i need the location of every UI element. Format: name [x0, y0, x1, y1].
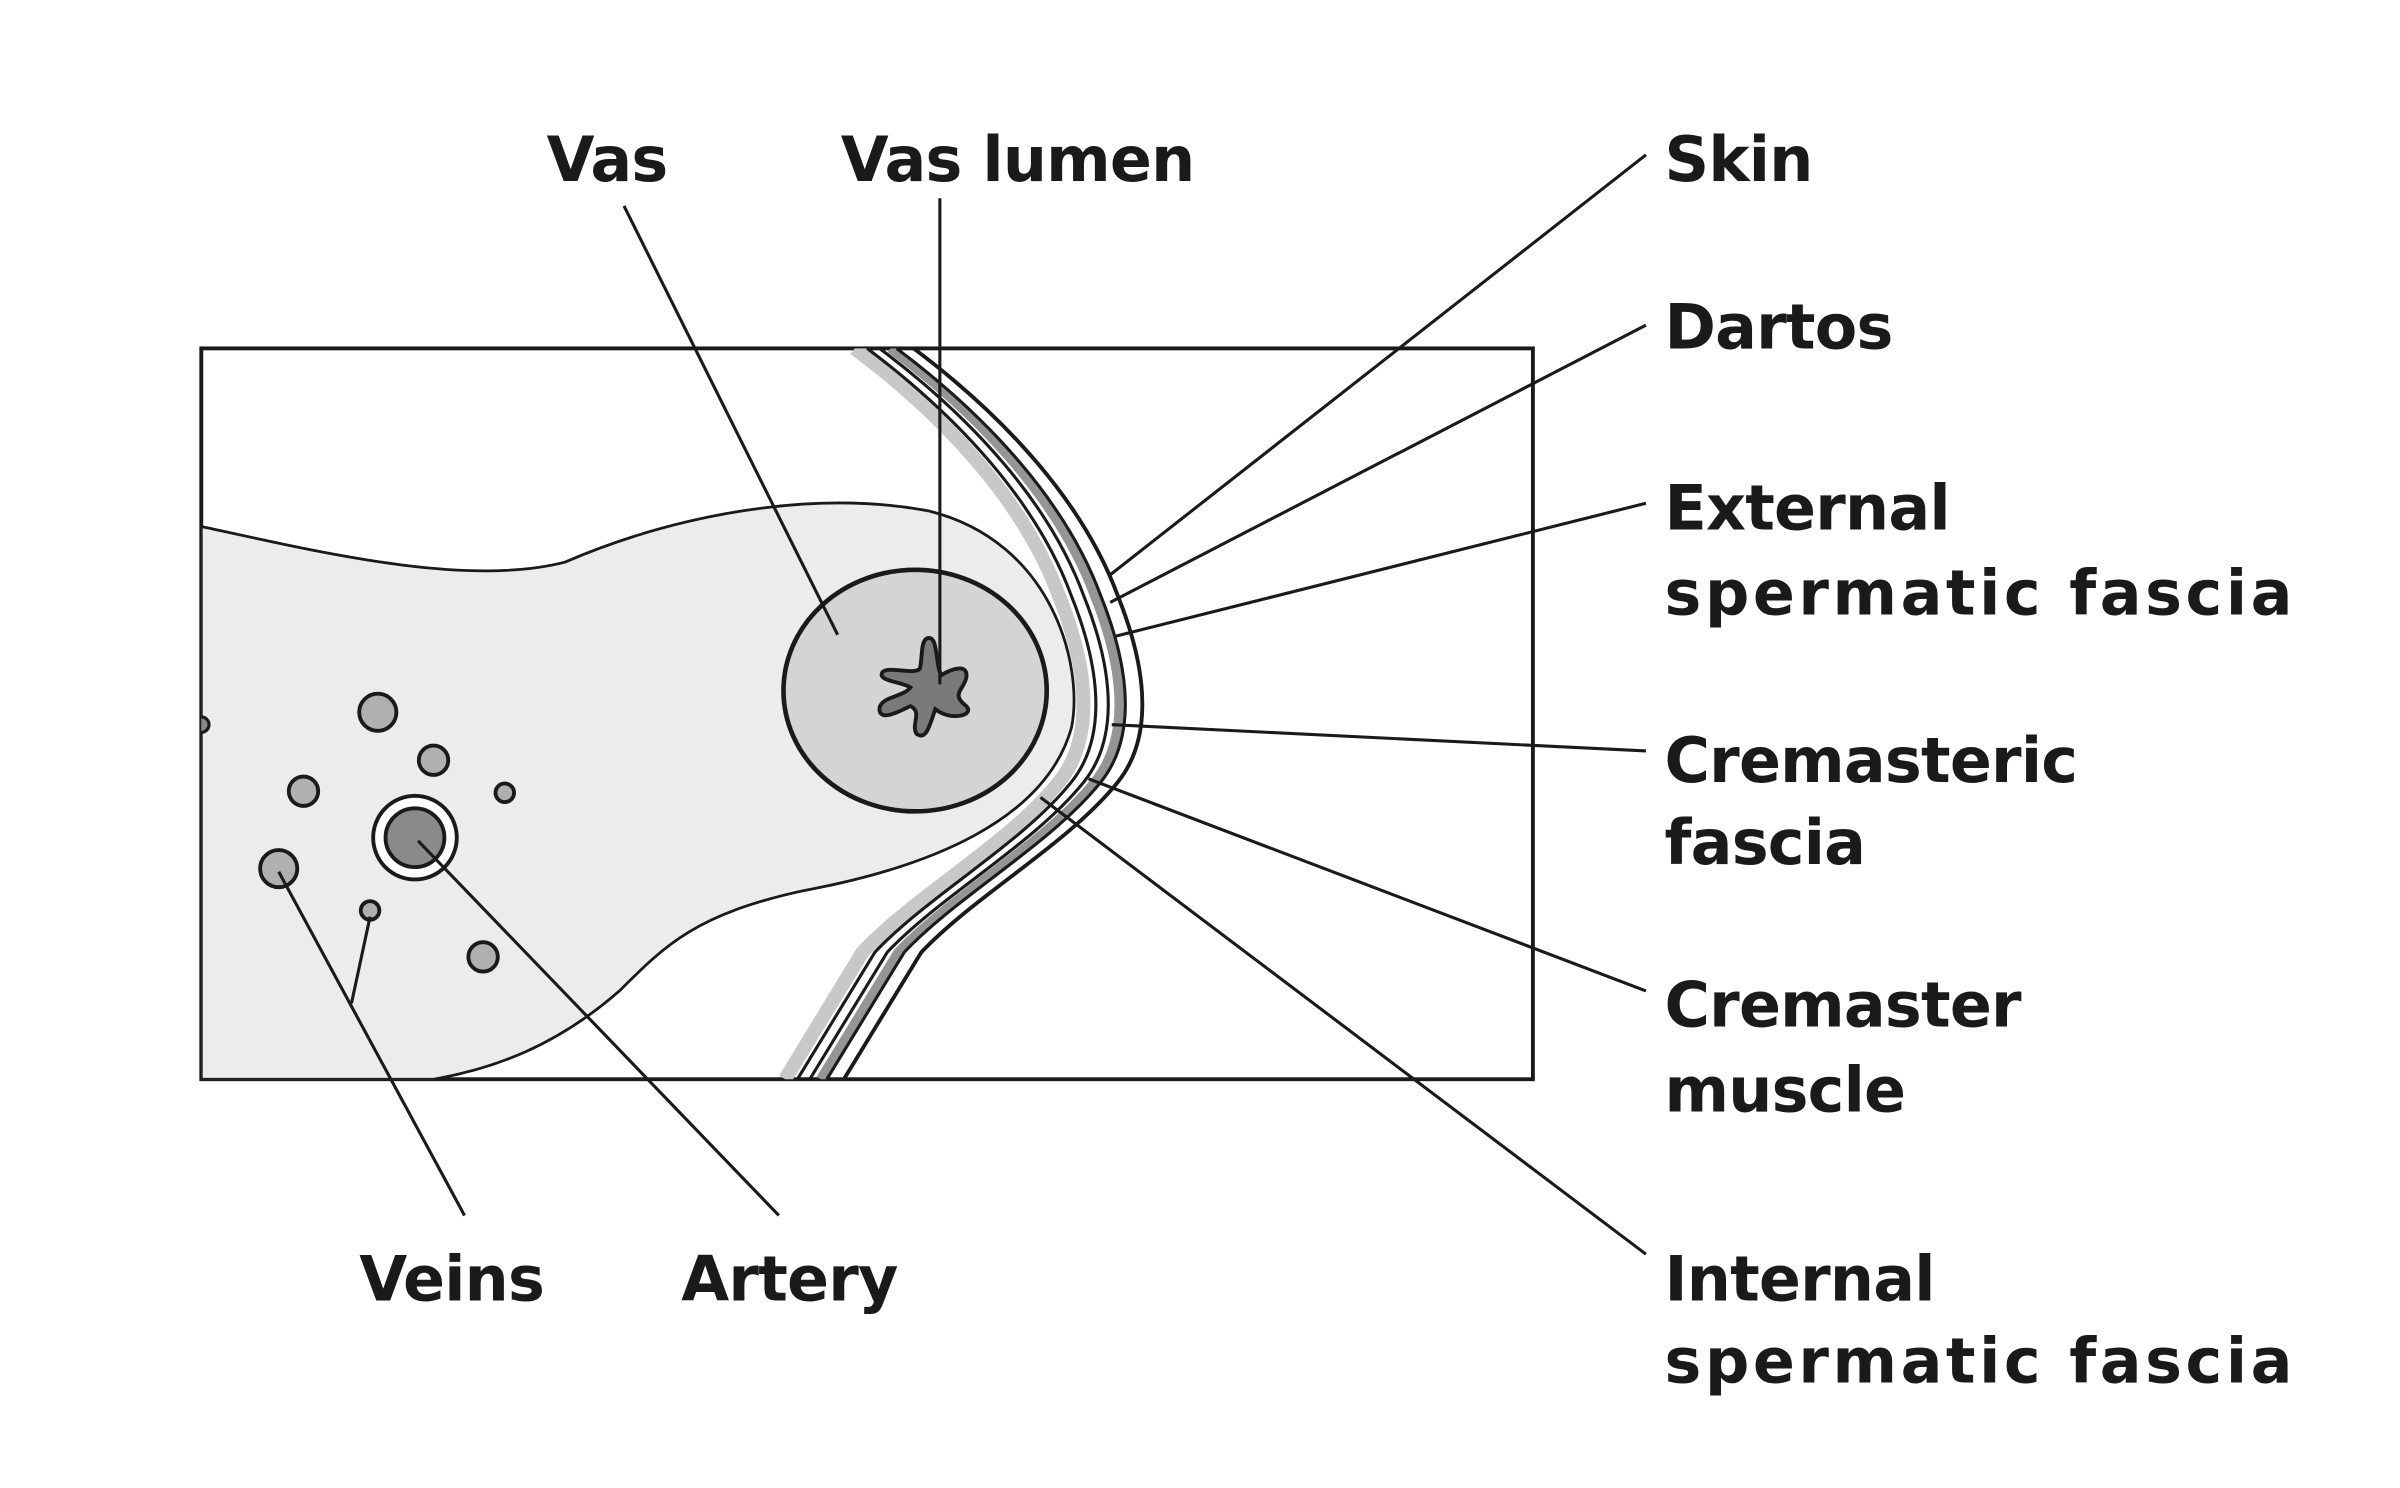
vein — [493, 781, 516, 804]
artery-leader — [416, 839, 780, 1217]
label-vas-lumen: Vas lumen — [841, 124, 1195, 196]
vein — [416, 743, 451, 777]
veins-leader — [277, 871, 466, 1217]
label-cremaster-1: Cremaster — [1665, 970, 2023, 1042]
leader-lines — [277, 153, 1647, 1256]
skin-leader — [1107, 153, 1647, 578]
vein — [357, 691, 399, 733]
label-veins: Veins — [359, 1244, 544, 1316]
label-dartos: Dartos — [1665, 291, 1893, 363]
label-cremasteric-1: Cremasteric — [1665, 725, 2078, 797]
veins — [258, 691, 516, 974]
vein — [258, 848, 300, 890]
external-spermatic-fascia-leader — [1114, 501, 1647, 638]
labels: Vas Vas lumen Skin Dartos External sperm… — [359, 124, 2292, 1398]
dartos-leader — [1109, 323, 1647, 604]
label-external-2: spermatic fascia — [1665, 558, 2292, 630]
label-artery: Artery — [681, 1244, 898, 1316]
vein — [201, 715, 211, 734]
label-cremaster-2: muscle — [1665, 1055, 1906, 1127]
label-vas: Vas — [547, 124, 668, 196]
vein — [466, 940, 500, 974]
cremaster-muscle-leader — [1087, 777, 1647, 993]
vein — [286, 774, 321, 808]
internal-spermatic-fascia-leader — [1039, 796, 1647, 1256]
label-cremasteric-2: fascia — [1665, 807, 1866, 879]
label-skin: Skin — [1665, 124, 1813, 196]
label-external-1: External — [1665, 473, 1950, 545]
label-internal-1: Internal — [1665, 1244, 1935, 1316]
vas-lumen — [877, 635, 971, 738]
veins-leader-branch — [349, 916, 372, 1004]
vas-leader — [622, 205, 840, 636]
label-internal-2: spermatic fascia — [1665, 1326, 2292, 1398]
cremasteric-fascia-leader — [1111, 723, 1647, 753]
